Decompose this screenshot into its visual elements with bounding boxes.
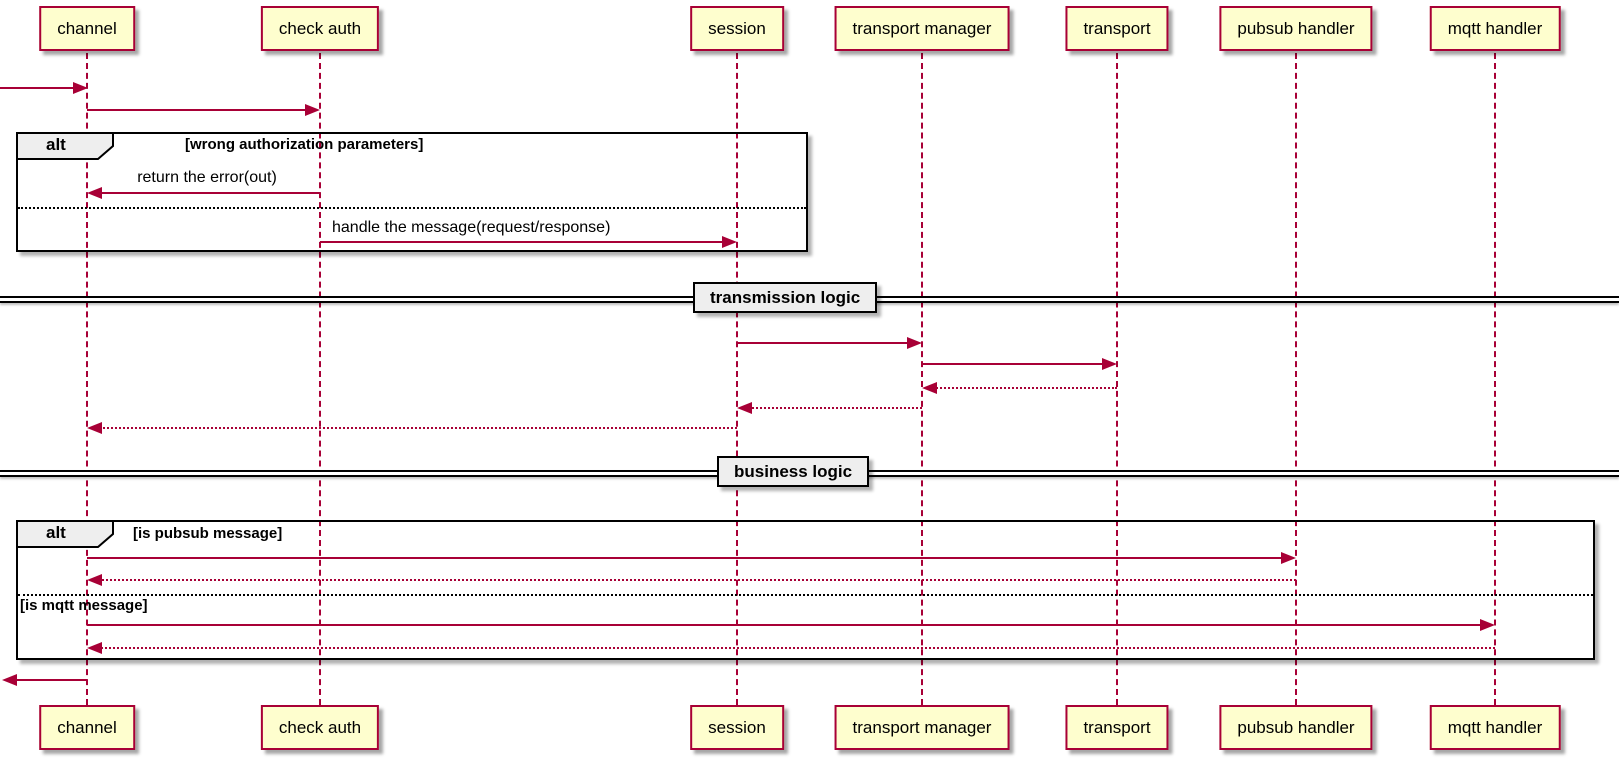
- arrowhead-transport-manager-to-transport: [1102, 358, 1117, 370]
- message-transport-to-transport-manager-return-line: [933, 387, 1117, 389]
- alt-operator-tag: alt: [16, 520, 115, 548]
- message-session-to-transport-manager-line: [737, 342, 908, 344]
- alt-fragment-authorization: alt: [16, 132, 808, 252]
- participant-bottom-check-auth: check auth: [260, 705, 380, 750]
- message-channel-to-mqtt-handler-line: [87, 624, 1481, 626]
- arrowhead-session-to-transport-manager: [907, 337, 922, 349]
- divider-transmission-logic-label: transmission logic: [693, 282, 878, 313]
- guard-is-mqtt-message: [is mqtt message]: [20, 597, 148, 614]
- participant-bottom-transport: transport: [1065, 705, 1169, 750]
- lifeline-channel: [86, 53, 88, 705]
- arrowhead-channel-to-mqtt-handler: [1480, 619, 1495, 631]
- participant-bottom-pubsub-handler: pubsub handler: [1219, 705, 1373, 750]
- participant-bottom-transport-manager: transport manager: [834, 705, 1010, 750]
- lifeline-check-auth: [319, 53, 321, 705]
- message-label-handle-message: handle the message(request/response): [332, 219, 611, 236]
- arrowhead-transport-to-transport-manager-return: [922, 382, 937, 394]
- participant-bottom-channel: channel: [39, 705, 135, 750]
- arrowhead-pubsub-handler-to-channel-return: [87, 574, 102, 586]
- alt-pentagon-shape: [16, 132, 114, 160]
- participant-top-session: session: [690, 6, 784, 51]
- arrowhead-channel-to-check-auth: [305, 104, 320, 116]
- arrowhead-channel-to-outside: [2, 674, 17, 686]
- lifeline-transport-manager: [921, 53, 923, 705]
- message-found-to-channel-line: [0, 87, 78, 89]
- arrowhead-mqtt-handler-to-channel-return: [87, 642, 102, 654]
- participant-bottom-session: session: [690, 705, 784, 750]
- message-mqtt-handler-to-channel-return-line: [98, 647, 1495, 649]
- lifeline-session: [736, 53, 738, 705]
- message-label-return-error: return the error(out): [137, 169, 277, 186]
- lifeline-transport: [1116, 53, 1118, 705]
- alt-operator-label: alt: [46, 523, 66, 542]
- arrowhead-transport-manager-to-session-return: [737, 402, 752, 414]
- participant-top-check-auth: check auth: [260, 6, 380, 51]
- arrowhead-found-to-channel: [73, 82, 88, 94]
- alt-else-divider: [18, 594, 1593, 596]
- alt-else-divider: [18, 207, 806, 209]
- message-pubsub-handler-to-channel-return-line: [98, 579, 1296, 581]
- guard-is-pubsub-message: [is pubsub message]: [133, 525, 283, 542]
- participant-top-mqtt-handler: mqtt handler: [1429, 6, 1561, 51]
- alt-operator-tag: alt: [16, 132, 115, 160]
- lifeline-pubsub-handler: [1295, 53, 1297, 705]
- arrowhead-session-to-channel-return: [87, 422, 102, 434]
- message-check-auth-to-session-line: [320, 241, 723, 243]
- message-transport-manager-to-transport-line: [922, 363, 1103, 365]
- participant-top-channel: channel: [39, 6, 135, 51]
- participant-bottom-mqtt-handler: mqtt handler: [1429, 705, 1561, 750]
- lifeline-mqtt-handler: [1494, 53, 1496, 705]
- message-channel-to-outside-line: [16, 679, 87, 681]
- message-session-to-channel-return-line: [98, 427, 737, 429]
- message-channel-to-check-auth-line: [87, 109, 309, 111]
- participant-top-transport-manager: transport manager: [834, 6, 1010, 51]
- divider-business-logic-label: business logic: [717, 456, 870, 487]
- message-check-auth-to-channel-line: [98, 192, 320, 194]
- alt-fragment-dispatch: alt: [16, 520, 1595, 660]
- participant-top-pubsub-handler: pubsub handler: [1219, 6, 1373, 51]
- alt-operator-label: alt: [46, 135, 66, 154]
- participant-top-transport: transport: [1065, 6, 1169, 51]
- alt-pentagon-shape: [16, 520, 114, 548]
- message-transport-manager-to-session-return-line: [748, 407, 922, 409]
- arrowhead-channel-to-pubsub-handler: [1281, 552, 1296, 564]
- message-channel-to-pubsub-handler-line: [87, 557, 1282, 559]
- guard-wrong-authorization: [wrong authorization parameters]: [185, 136, 424, 153]
- arrowhead-check-auth-to-channel: [87, 187, 102, 199]
- arrowhead-check-auth-to-session: [722, 236, 737, 248]
